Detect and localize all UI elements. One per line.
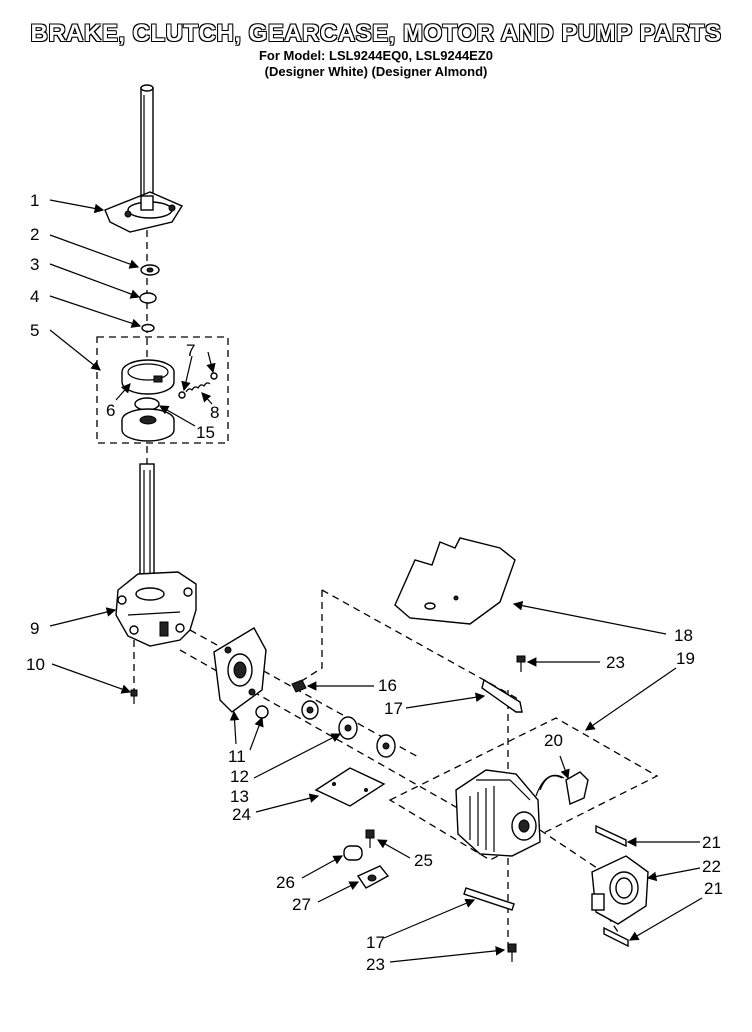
callout-21-upper: 21 [702,833,721,852]
clutch-assembly-group-box [96,336,229,444]
part-20-motor-switch [535,771,589,805]
part-9-gearcase [115,571,197,647]
callout-3: 3 [30,255,39,274]
part-15-clutch-hub [134,397,160,411]
part-18-motor-plate [394,537,516,625]
drive-shaft [139,463,155,589]
part-23-screw-top [516,655,526,672]
callout-5: 5 [30,321,39,340]
callout-7: 7 [186,341,195,360]
part-22-pump [591,855,649,925]
part-11-pump-plate [213,627,267,713]
part-3-ring [139,292,157,304]
page-title: BRAKE, CLUTCH, GEARCASE, MOTOR AND PUMP … [30,20,722,47]
part-10-screw [130,689,138,704]
callout-21-lower: 21 [704,879,723,898]
part-13-coupling-disc [338,716,396,758]
model-numbers: For Model: LSL9244EQ0, LSL9244EZ0 [258,48,494,63]
callout-26: 26 [276,873,295,892]
motor-assembly-group-box [388,717,659,861]
model-colors: (Designer White) (Designer Almond) [264,64,488,79]
explosion-line [321,589,521,701]
callout-10: 10 [26,655,45,674]
part-4-clip [141,323,155,333]
callout-12: 12 [230,767,249,786]
callout-27: 27 [292,895,311,914]
explosion-line [299,590,323,683]
part-24-shield [314,767,386,807]
part-17-strap-top [481,678,523,713]
callout-13: 13 [230,787,249,806]
callout-20: 20 [544,731,563,750]
callout-17-lower: 17 [366,933,385,952]
callout-9: 9 [30,619,39,638]
part-1-brake-cam [104,191,184,233]
callout-22: 22 [702,857,721,876]
callout-6: 6 [106,401,115,420]
callout-4: 4 [30,287,39,306]
callout-23-lower: 23 [366,955,385,974]
part-23-screw-lower [507,943,517,962]
part-17-strap-lower [463,887,515,911]
leader-lines [49,199,703,963]
drive-shaft-top [140,84,154,209]
part-8-spring [185,382,211,393]
part-27-clamp [356,865,390,889]
explosion-line [179,649,471,816]
clutch-drum [121,408,175,442]
callout-24: 24 [232,805,251,824]
part-2-washer [140,264,160,276]
callout-18: 18 [674,626,693,645]
callout-15: 15 [196,423,215,442]
part-7-spring-ends [178,372,218,399]
part-21-clip-upper [595,824,627,848]
part-21-clip-lower [603,926,629,948]
callout-19: 19 [676,649,695,668]
part-16-bolt [291,679,307,693]
callout-1: 1 [30,191,39,210]
callout-2: 2 [30,225,39,244]
callout-23-top: 23 [606,653,625,672]
callout-16: 16 [378,676,397,695]
callout-25: 25 [414,851,433,870]
part-12-coupling [255,700,319,720]
callout-11: 11 [228,747,246,766]
part-25-screw [365,829,375,848]
motor [455,769,541,857]
callout-8: 8 [210,403,219,422]
part-26-grommet [343,845,363,861]
part-6-clutch-band [121,359,175,395]
callout-17-top: 17 [384,699,403,718]
